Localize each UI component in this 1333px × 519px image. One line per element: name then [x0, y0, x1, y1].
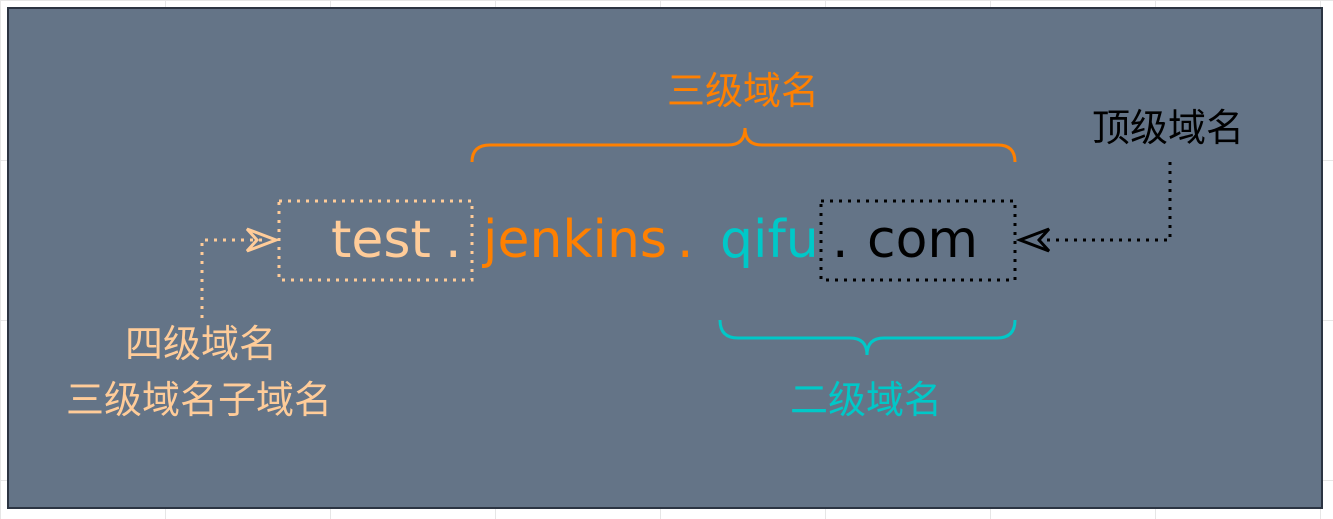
domain-dot-3: . [832, 210, 849, 270]
label-third-level: 三级域名 [667, 69, 820, 113]
fourth-level-connector [200, 238, 262, 318]
label-fourth-level: 四级域名 [125, 322, 278, 366]
top-level-box [819, 199, 1017, 282]
second-level-brace [718, 319, 1017, 356]
label-second-level: 二级域名 [790, 378, 943, 422]
fourth-level-box [277, 199, 474, 282]
domain-part-qifu: qifu [720, 210, 819, 270]
fourth-level-arrowhead [245, 227, 281, 253]
diagram-panel [7, 7, 1323, 509]
top-level-connector [1035, 162, 1172, 242]
label-third-level-subdomain: 三级域名子域名 [66, 378, 333, 422]
domain-dot-1: . [445, 210, 462, 270]
third-level-brace [470, 127, 1017, 163]
label-top-level: 顶级域名 [1092, 106, 1245, 150]
domain-part-test: test [331, 210, 431, 270]
top-level-arrowhead [1015, 227, 1051, 253]
domain-part-jenkins: jenkins [483, 210, 668, 270]
domain-dot-2: . [677, 210, 694, 270]
domain-part-com: com [867, 210, 979, 270]
